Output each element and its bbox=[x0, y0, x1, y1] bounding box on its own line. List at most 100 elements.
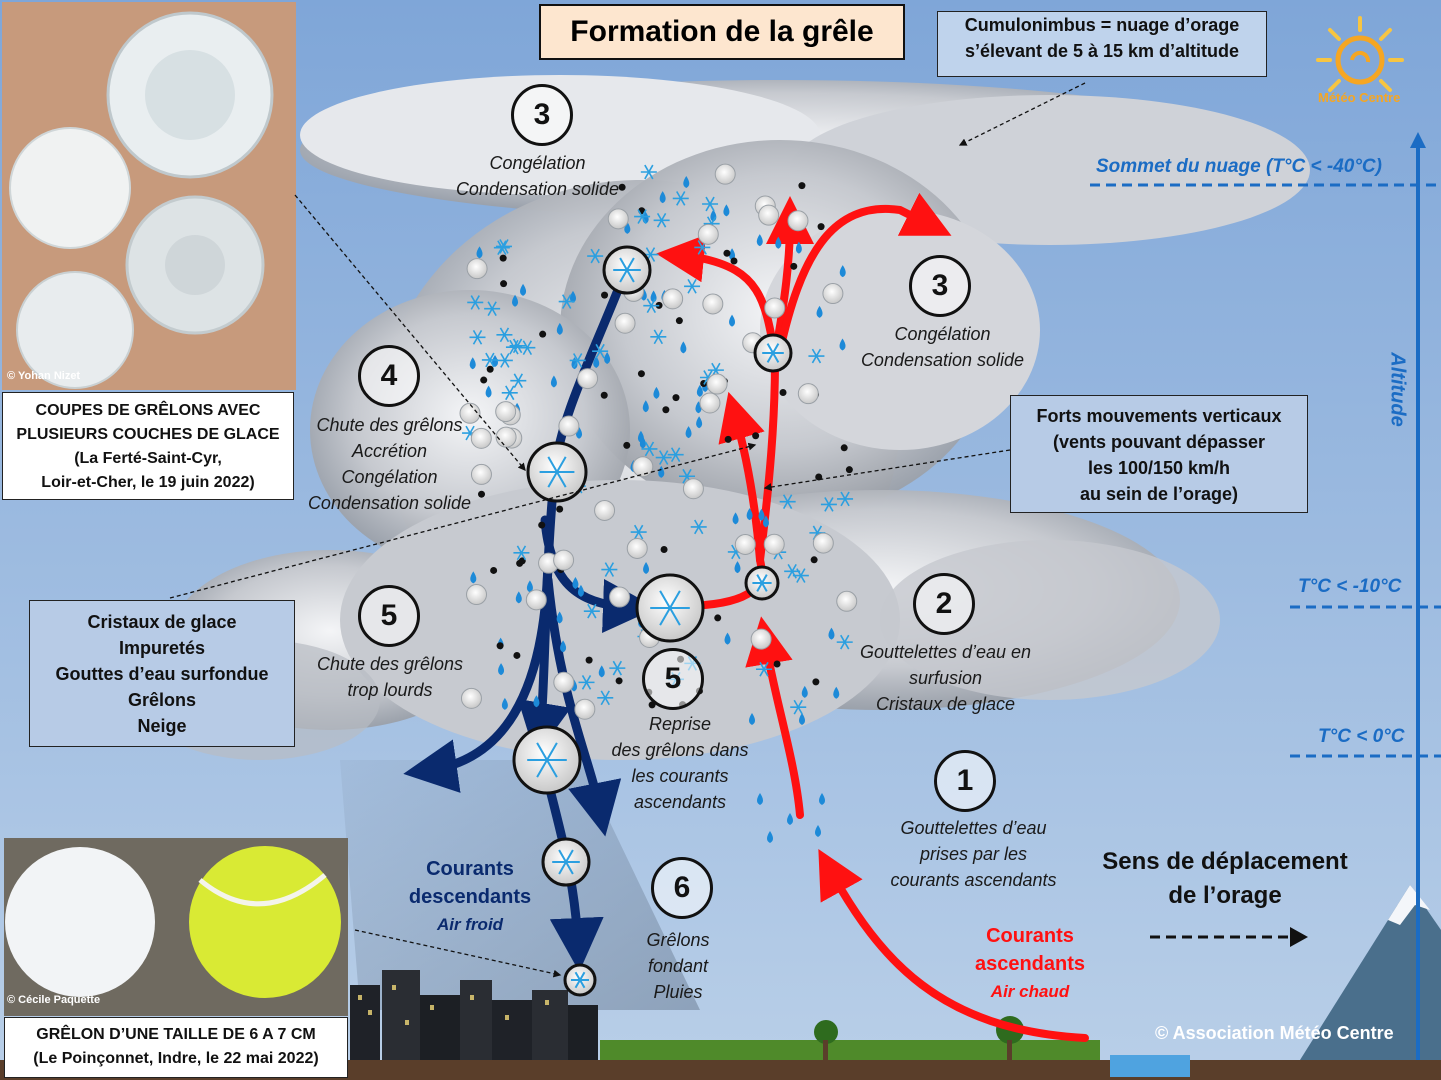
graupel bbox=[574, 698, 596, 720]
ice-crystal bbox=[655, 450, 672, 465]
impurity-dot bbox=[817, 223, 825, 231]
ice-crystal bbox=[496, 327, 513, 343]
caption-line: PLUSIEURS COUCHES DE GLACE bbox=[16, 426, 280, 443]
ice-crystal bbox=[587, 248, 604, 264]
cloud-top-level-label: Sommet du nuage (T°C < -40°C) bbox=[1096, 156, 1382, 177]
ice-crystal bbox=[469, 329, 486, 345]
impurity-dot bbox=[600, 391, 608, 399]
water-droplet bbox=[642, 400, 649, 413]
ice-crystal bbox=[690, 519, 707, 535]
ice-crystal bbox=[672, 191, 689, 206]
impurity-dot bbox=[478, 490, 486, 498]
water-droplet bbox=[470, 571, 477, 584]
step-1-label: Gouttelettes d’eau prises par les couran… bbox=[866, 815, 1081, 893]
label-line: des grêlons dans bbox=[611, 740, 749, 760]
label-line: courants ascendants bbox=[890, 870, 1057, 890]
ice-crystal bbox=[641, 441, 658, 457]
logo-text: Météo Centre bbox=[1318, 90, 1401, 105]
step-2-badge: 2 bbox=[913, 573, 975, 635]
water-droplet bbox=[501, 697, 508, 710]
ice-crystal bbox=[634, 209, 651, 224]
cumulonimbus-line: Cumulonimbus = nuage d’orage bbox=[964, 15, 1240, 35]
label-line: ascendants bbox=[633, 792, 727, 812]
ice-crystal bbox=[779, 494, 796, 510]
label-line: descendants bbox=[408, 886, 532, 908]
graupel bbox=[836, 590, 858, 612]
water-droplet bbox=[795, 241, 802, 254]
ice-crystal bbox=[505, 339, 522, 355]
hailstone-core bbox=[762, 343, 784, 363]
graupel bbox=[682, 478, 704, 500]
impurity-dot bbox=[539, 330, 547, 338]
water-droplet bbox=[577, 584, 584, 597]
graupel bbox=[558, 415, 580, 437]
graupel bbox=[626, 537, 648, 559]
label-line: Chute des grêlons bbox=[316, 415, 463, 435]
label-line: Air chaud bbox=[990, 982, 1070, 1001]
graupel bbox=[470, 427, 492, 449]
water-droplet bbox=[758, 508, 765, 521]
ice-crystal bbox=[495, 239, 512, 254]
label-line: fondant bbox=[647, 956, 709, 976]
caption-line: GRÊLON D’UNE TAILLE DE 6 A 7 CM bbox=[36, 1026, 316, 1043]
label-line: Courants bbox=[986, 925, 1074, 947]
graupel bbox=[662, 288, 684, 310]
graupel bbox=[764, 297, 786, 319]
water-droplet bbox=[839, 338, 846, 351]
impurity-dot bbox=[779, 389, 787, 397]
water-droplet bbox=[801, 685, 808, 698]
graupel bbox=[607, 208, 629, 230]
water-droplet bbox=[550, 375, 557, 388]
label-line: Sens de déplacement bbox=[1102, 848, 1348, 875]
water-droplet bbox=[560, 640, 567, 653]
graupel bbox=[553, 671, 575, 693]
ice-crystal bbox=[493, 240, 510, 256]
ice-crystal bbox=[592, 343, 609, 359]
hailstone-core bbox=[752, 574, 772, 592]
impurity-dot bbox=[752, 432, 760, 440]
legend-item: Grêlons bbox=[127, 690, 197, 710]
impurity-dot bbox=[518, 557, 526, 565]
water-droplet bbox=[757, 793, 763, 805]
impurity-dot bbox=[585, 656, 593, 664]
legend-item: Cristaux de glace bbox=[87, 612, 237, 632]
descending-current-label: Courants descendants Air froid bbox=[395, 855, 545, 939]
step-3-badge: 3 bbox=[511, 84, 573, 146]
legend-item: Neige bbox=[137, 716, 187, 736]
caption-line: (Le Poinçonnet, Indre, le 22 mai 2022) bbox=[33, 1050, 319, 1067]
water-droplet bbox=[775, 236, 782, 249]
impurity-dot bbox=[538, 521, 546, 529]
legend-item: Gouttes d’eau surfondue bbox=[55, 664, 269, 684]
graupel bbox=[706, 373, 728, 395]
water-droplet bbox=[512, 294, 519, 307]
hailstone-core bbox=[571, 971, 589, 989]
graupel bbox=[812, 532, 834, 554]
label-line: Grêlons bbox=[646, 930, 710, 950]
water-droplet bbox=[526, 580, 533, 593]
water-droplet bbox=[491, 355, 498, 368]
impurity-dot bbox=[490, 566, 498, 574]
impurity-dot bbox=[556, 505, 564, 513]
ice-crystal bbox=[650, 329, 667, 345]
water-droplet bbox=[680, 341, 687, 354]
impurity-dot bbox=[723, 249, 731, 257]
water-droplet bbox=[819, 793, 825, 805]
impurity-dot bbox=[672, 394, 680, 402]
ice-crystal bbox=[643, 298, 660, 314]
label-line: Courants bbox=[426, 858, 514, 880]
water-droplet bbox=[685, 426, 692, 439]
cumulonimbus-line: s’élevant de 5 à 15 km d’altitude bbox=[964, 41, 1240, 61]
step-6-label: Grêlons fondant Pluies bbox=[628, 927, 728, 1005]
label-line: Chute des grêlons bbox=[316, 654, 464, 674]
ice-crystal bbox=[640, 164, 657, 180]
hailstone-core bbox=[650, 590, 690, 626]
graupel bbox=[553, 549, 575, 571]
step-4-badge: 4 bbox=[358, 345, 420, 407]
impurity-dot bbox=[601, 291, 609, 299]
label-line: Cristaux de glace bbox=[875, 694, 1016, 714]
step-1-badge: 1 bbox=[934, 750, 996, 812]
ice-crystal bbox=[501, 385, 518, 401]
water-droplet bbox=[520, 283, 527, 296]
graupel bbox=[702, 293, 724, 315]
